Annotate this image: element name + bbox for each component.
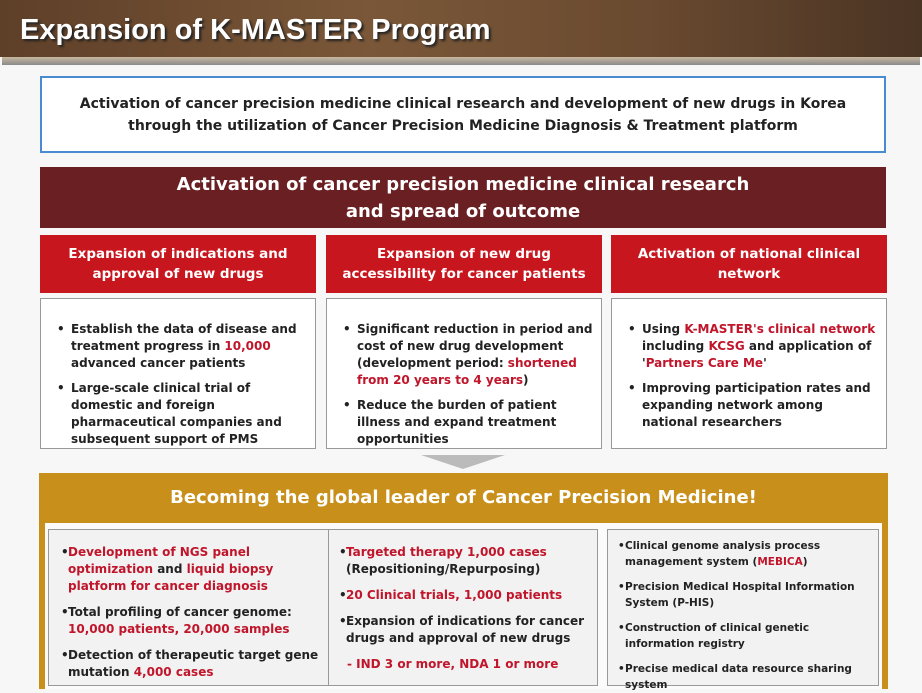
bullet-text: Construction of clinical genetic informa… xyxy=(625,622,810,650)
intro-text: Activation of cancer precision medicine … xyxy=(79,95,847,134)
goal-box: Targeted therapy 1,000 cases (Reposition… xyxy=(328,529,598,686)
bullet-text: Using xyxy=(642,322,685,336)
bullet-text: Establish the data of disease and treatm… xyxy=(71,322,297,353)
bullet-text: advanced cancer patients xyxy=(71,356,246,370)
bullet-item: Total profiling of cancer genome: 10,000… xyxy=(61,604,329,638)
bullet-text: Reduce the burden of patient illness and… xyxy=(357,398,557,446)
bullet-item: Clinical genome analysis process managem… xyxy=(618,538,872,570)
highlight-text: K-MASTER's clinical network xyxy=(684,322,876,336)
highlight-text: 4,000 cases xyxy=(133,665,214,679)
bullet-text: (Repositioning/Repurposing) xyxy=(346,562,541,576)
column-body: Establish the data of disease and treatm… xyxy=(40,298,316,449)
highlight-text: Development of NGS panel optimization xyxy=(68,545,250,576)
header-divider xyxy=(2,57,920,65)
bullet-text: Significant reduction in period and cost… xyxy=(357,322,593,370)
bullet-item: Precise medical data resource sharing sy… xyxy=(618,661,872,693)
goal-box-list: Targeted therapy 1,000 cases (Reposition… xyxy=(339,544,589,647)
bullet-text: and xyxy=(153,562,187,576)
bullet-text: Detection of therapeutic target gene mut… xyxy=(68,648,319,679)
highlight-text: 10,000 patients, 20,000 samples xyxy=(68,622,290,636)
bullet-item: Detection of therapeutic target gene mut… xyxy=(61,647,329,681)
bullet-item: Construction of clinical genetic informa… xyxy=(618,620,872,652)
goal-panel: Becoming the global leader of Cancer Pre… xyxy=(39,473,888,691)
column-header-accessibility: Expansion of new drug accessibility for … xyxy=(326,235,602,293)
highlight-text: Targeted therapy 1,000 cases xyxy=(346,545,547,559)
banner-line-2: and spread of outcome xyxy=(345,201,581,222)
bullet-text: ' xyxy=(763,356,767,370)
bullet-text: ) xyxy=(523,373,529,387)
bullet-text: Total profiling of cancer genome: xyxy=(68,605,292,619)
down-arrow-icon xyxy=(421,455,505,469)
bullet-item: Development of NGS panel optimization an… xyxy=(61,544,329,595)
banner-line-1: Activation of cancer precision medicine … xyxy=(176,174,750,195)
bullet-text: including xyxy=(642,339,709,353)
bullet-text: Expansion of indications for cancer drug… xyxy=(346,614,585,645)
bullet-item: 20 Clinical trials, 1,000 patients xyxy=(339,587,589,604)
column-header-network: Activation of national clinical network xyxy=(611,235,887,293)
column-body: Using K-MASTER's clinical network includ… xyxy=(611,298,887,449)
column-body: Significant reduction in period and cost… xyxy=(326,298,602,449)
highlight-text: 10,000 xyxy=(224,339,271,353)
highlight-text: KCSG xyxy=(708,339,745,353)
objective-banner: Activation of cancer precision medicine … xyxy=(40,167,886,228)
goal-box: Development of NGS panel optimization an… xyxy=(48,529,338,686)
bullet-item: Improving participation rates and expand… xyxy=(626,380,878,431)
goal-title: Becoming the global leader of Cancer Pre… xyxy=(170,487,757,508)
bullet-text: ) xyxy=(802,556,808,568)
bullet-text: Improving participation rates and expand… xyxy=(642,381,871,429)
bullet-item: Using K-MASTER's clinical network includ… xyxy=(626,321,878,372)
page-title: Expansion of K-MASTER Program xyxy=(20,14,491,46)
goal-content: Development of NGS panel optimization an… xyxy=(45,523,882,691)
highlight-text: liquid biopsy platform for cancer diagno… xyxy=(68,562,274,593)
highlight-text: Partners Care Me xyxy=(645,356,764,370)
intro-box: Activation of cancer precision medicine … xyxy=(40,76,886,153)
bullet-text: Precision Medical Hospital Information S… xyxy=(625,581,855,609)
highlight-text: MEBICA xyxy=(757,556,803,568)
bullet-item: Large-scale clinical trial of domestic a… xyxy=(55,380,307,448)
bullet-text: and application of ' xyxy=(642,339,872,370)
bullet-item: Expansion of indications for cancer drug… xyxy=(339,613,589,647)
goal-sub-item: - IND 3 or more, NDA 1 or more xyxy=(347,657,559,671)
bullet-item: Significant reduction in period and cost… xyxy=(341,321,593,389)
highlight-text: shortened from 20 years to 4 years xyxy=(357,356,577,387)
bullet-item: Precision Medical Hospital Information S… xyxy=(618,579,872,611)
column-header-indications: Expansion of indications and approval of… xyxy=(40,235,316,293)
goal-box: Clinical genome analysis process managem… xyxy=(607,529,879,691)
bullet-item: Targeted therapy 1,000 cases (Reposition… xyxy=(339,544,589,578)
header-bar: Expansion of K-MASTER Program xyxy=(0,0,922,57)
bullet-text: Clinical genome analysis process managem… xyxy=(625,540,821,568)
bullet-text: Large-scale clinical trial of domestic a… xyxy=(71,381,282,446)
highlight-text: 20 Clinical trials, 1,000 patients xyxy=(346,588,563,602)
bullet-item: Reduce the burden of patient illness and… xyxy=(341,397,593,448)
bullet-text: Precise medical data resource sharing sy… xyxy=(625,663,852,691)
bullet-item: Establish the data of disease and treatm… xyxy=(55,321,307,372)
